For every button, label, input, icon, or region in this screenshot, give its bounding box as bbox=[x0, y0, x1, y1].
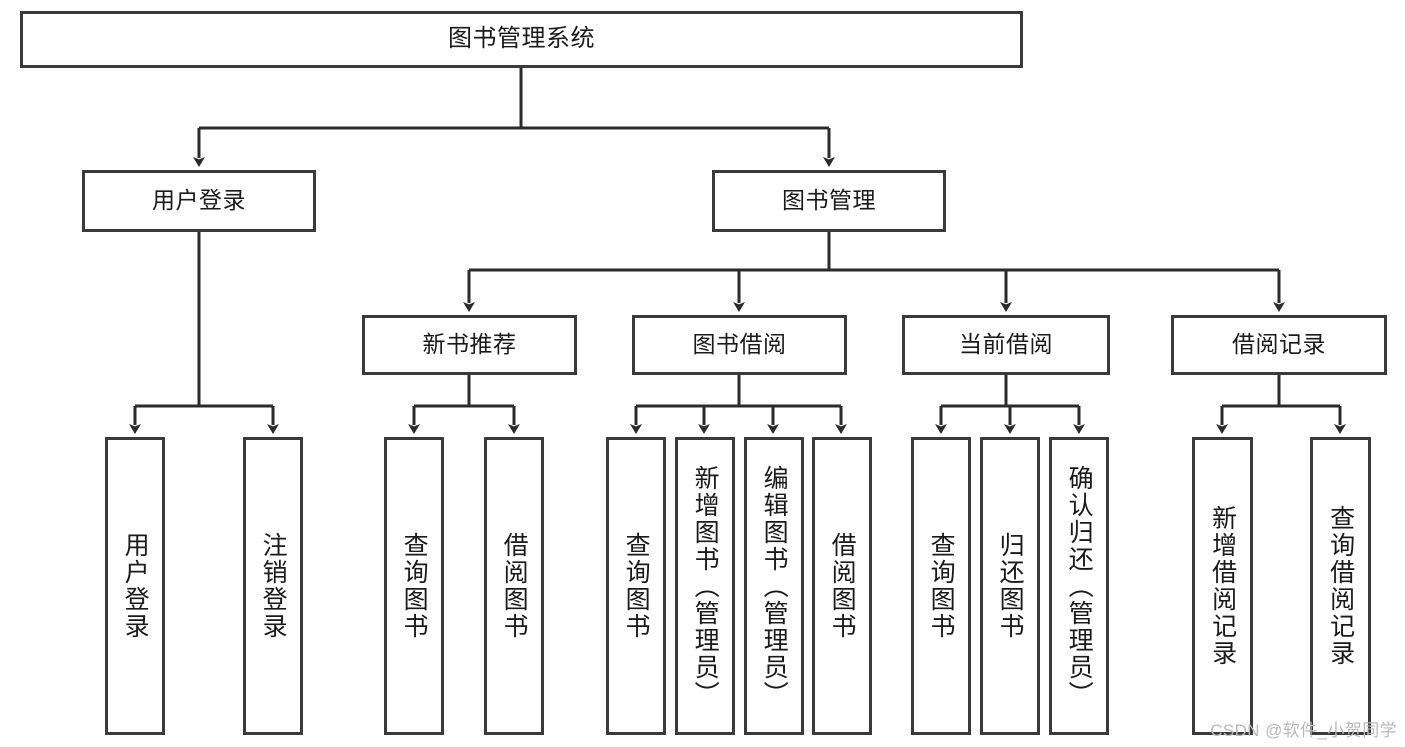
node-book-management[interactable]: 图书管理 bbox=[712, 170, 946, 232]
node-label: 新书推荐 bbox=[422, 331, 517, 358]
node-label: 新增图书（管理员） bbox=[691, 464, 720, 708]
node-root-system[interactable]: 图书管理系统 bbox=[20, 11, 1023, 68]
node-label: 图书管理系统 bbox=[448, 25, 595, 53]
node-label: 借阅图书 bbox=[500, 532, 529, 640]
node-label: 确认归还（管理员） bbox=[1065, 464, 1094, 708]
node-label: 用户登录 bbox=[152, 187, 246, 214]
leaf-current-query-book[interactable]: 查询图书 bbox=[911, 437, 971, 735]
node-label: 归还图书 bbox=[996, 532, 1025, 640]
leaf-current-return-book[interactable]: 归还图书 bbox=[980, 437, 1040, 735]
leaf-user-login-login[interactable]: 用户登录 bbox=[105, 437, 165, 735]
node-label: 编辑图书（管理员） bbox=[760, 464, 789, 708]
node-label: 图书借阅 bbox=[692, 331, 787, 358]
node-label: 当前借阅 bbox=[959, 331, 1053, 358]
node-current-borrow[interactable]: 当前借阅 bbox=[902, 315, 1110, 375]
csdn-watermark: CSDN @软件_小贺同学 bbox=[1210, 721, 1397, 740]
leaf-borrow-query-book[interactable]: 查询图书 bbox=[606, 437, 666, 735]
leaf-record-query-record[interactable]: 查询借阅记录 bbox=[1310, 437, 1371, 735]
node-label: 借阅记录 bbox=[1232, 331, 1326, 358]
leaf-borrow-borrow-book[interactable]: 借阅图书 bbox=[812, 437, 872, 735]
node-label: 查询图书 bbox=[400, 532, 429, 640]
node-label: 注销登录 bbox=[259, 532, 288, 640]
node-book-borrow[interactable]: 图书借阅 bbox=[632, 315, 847, 375]
node-label: 图书管理 bbox=[782, 187, 876, 214]
leaf-borrow-add-book-admin[interactable]: 新增图书（管理员） bbox=[675, 437, 735, 735]
leaf-recommend-borrow-book[interactable]: 借阅图书 bbox=[484, 437, 544, 735]
leaf-current-confirm-return-admin[interactable]: 确认归还（管理员） bbox=[1049, 437, 1109, 735]
node-label: 查询图书 bbox=[622, 532, 651, 640]
node-label: 查询借阅记录 bbox=[1326, 505, 1355, 667]
node-borrow-record[interactable]: 借阅记录 bbox=[1171, 315, 1387, 375]
node-user-login[interactable]: 用户登录 bbox=[82, 170, 316, 232]
leaf-recommend-query-book[interactable]: 查询图书 bbox=[384, 437, 444, 735]
node-new-book-recommend[interactable]: 新书推荐 bbox=[362, 315, 577, 375]
node-label: 查询图书 bbox=[927, 532, 956, 640]
leaf-user-login-logout[interactable]: 注销登录 bbox=[243, 437, 303, 735]
leaf-borrow-edit-book-admin[interactable]: 编辑图书（管理员） bbox=[744, 437, 804, 735]
node-label: 用户登录 bbox=[121, 532, 150, 640]
node-label: 借阅图书 bbox=[828, 532, 857, 640]
leaf-record-add-record[interactable]: 新增借阅记录 bbox=[1192, 437, 1253, 735]
node-label: 新增借阅记录 bbox=[1208, 505, 1237, 667]
